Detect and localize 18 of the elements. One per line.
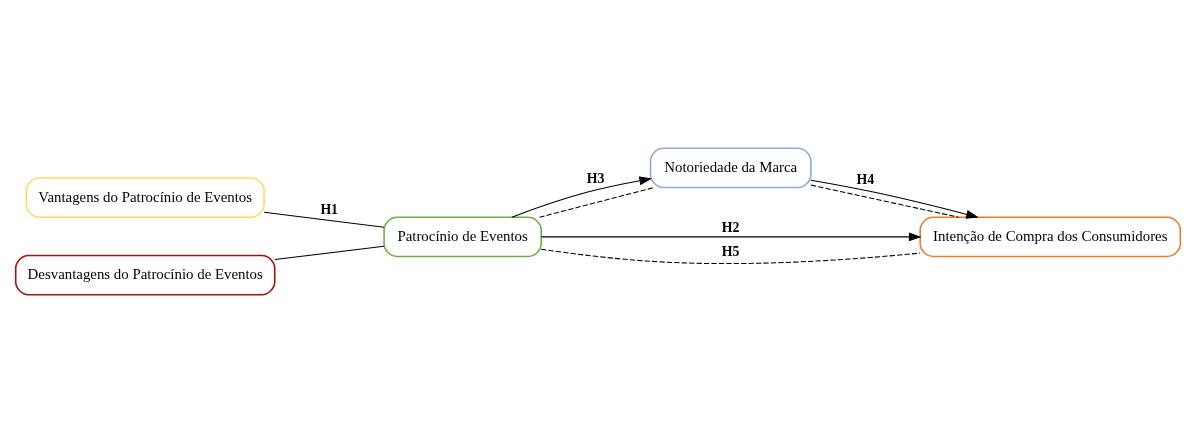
node-box: Notoriedade da Marca [649,147,812,189]
arrow [511,176,653,218]
edge-label: H4 [856,172,875,188]
connector [263,211,385,228]
edge-label: H2 [721,220,740,236]
node-box: Vantagens do Patrocínio de Eventos [25,177,265,219]
arrow [540,232,922,242]
connector [539,187,655,218]
connector [810,184,960,218]
connector [274,245,385,261]
edge-label: H3 [586,171,605,187]
arrow [810,179,979,219]
edge-label: H1 [320,201,339,217]
node-box: Intenção de Compra dos Consumidores [919,216,1182,258]
node-box: Patrocínio de Eventos [383,216,542,258]
edge-label: H5 [721,244,740,260]
connector [540,248,921,265]
node-box: Desvantagens do Patrocínio de Eventos [14,254,276,296]
